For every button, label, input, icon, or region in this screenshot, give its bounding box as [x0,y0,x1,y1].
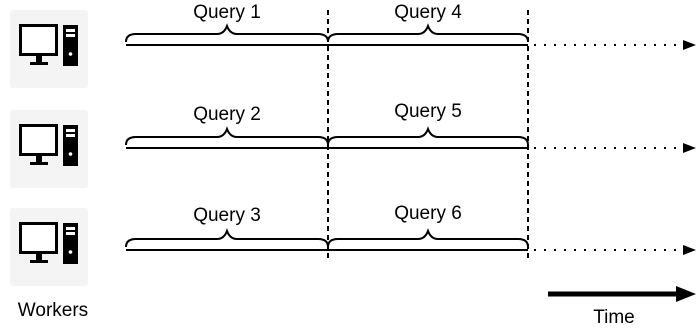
timeline-arrowhead [683,245,696,255]
query-brace [125,23,329,43]
desktop-computer-icon [8,8,90,90]
query-label: Query 1 [193,2,261,23]
time-arrow-head [676,286,696,302]
worker-row-1: Query 1 Query 4 [8,2,696,90]
worker-row-2: Query 2 Query 5 [8,101,696,190]
timeline-arrowhead [683,40,696,50]
workers-label: Workers [18,300,88,321]
query-brace [125,126,329,146]
desktop-computer-icon [8,108,90,190]
worker-row-3: Query 3 Query 6 [8,203,696,288]
desktop-computer-icon [8,206,90,288]
query-label: Query 4 [394,2,462,23]
timeline-arrowhead [683,143,696,153]
query-label: Query 6 [394,203,462,224]
query-label: Query 5 [394,101,462,122]
query-brace [327,228,529,248]
query-brace [125,228,329,248]
query-label: Query 3 [193,205,261,226]
query-brace [327,23,529,43]
time-label: Time [593,307,635,328]
query-brace [327,126,529,146]
time-axis: Time [548,286,696,328]
query-label: Query 2 [193,104,261,125]
